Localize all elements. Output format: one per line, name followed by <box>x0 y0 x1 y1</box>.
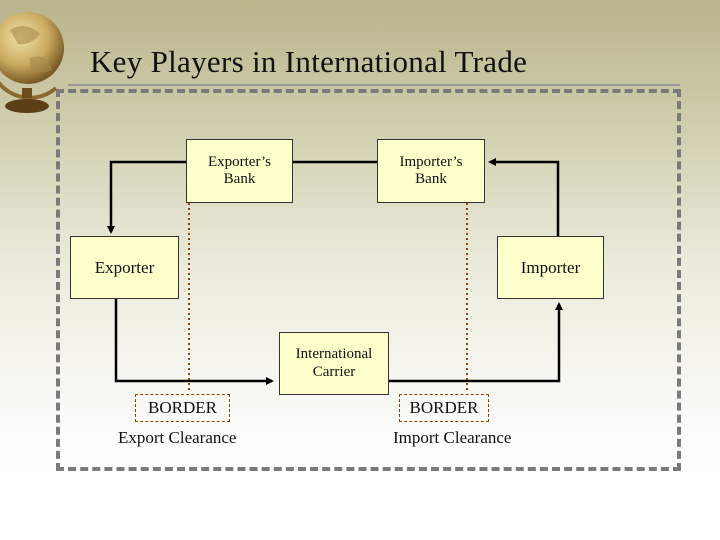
exporters-bank-label: Exporter’s Bank <box>207 153 272 187</box>
international-carrier-label: International Carrier <box>295 346 373 380</box>
connector-carrier-to-importer <box>389 302 563 383</box>
connector-importer-to-importers-bank <box>488 158 560 236</box>
export-clearance-label: Export Clearance <box>118 428 237 447</box>
slide-title: Key Players in International Trade <box>90 44 528 79</box>
title-divider <box>68 84 680 86</box>
importers-bank-node: Importer’s Bank <box>377 139 485 203</box>
connector-exporter-to-carrier <box>114 299 274 385</box>
import-border-tag: BORDER <box>399 394 489 422</box>
importer-label: Importer <box>520 257 581 277</box>
diagram-frame <box>56 89 681 471</box>
importers-bank-label: Importer’s Bank <box>399 153 463 187</box>
exporters-bank-node: Exporter’s Bank <box>186 139 293 203</box>
exporter-label: Exporter <box>94 257 155 277</box>
globe-icon <box>0 12 64 113</box>
export-border-tag: BORDER <box>135 394 230 422</box>
importer-node: Importer <box>497 236 604 299</box>
international-carrier-node: International Carrier <box>279 332 389 395</box>
import-clearance-label: Import Clearance <box>393 428 512 447</box>
exporter-node: Exporter <box>70 236 179 299</box>
connector-exporters-bank-to-exporter <box>107 160 186 234</box>
